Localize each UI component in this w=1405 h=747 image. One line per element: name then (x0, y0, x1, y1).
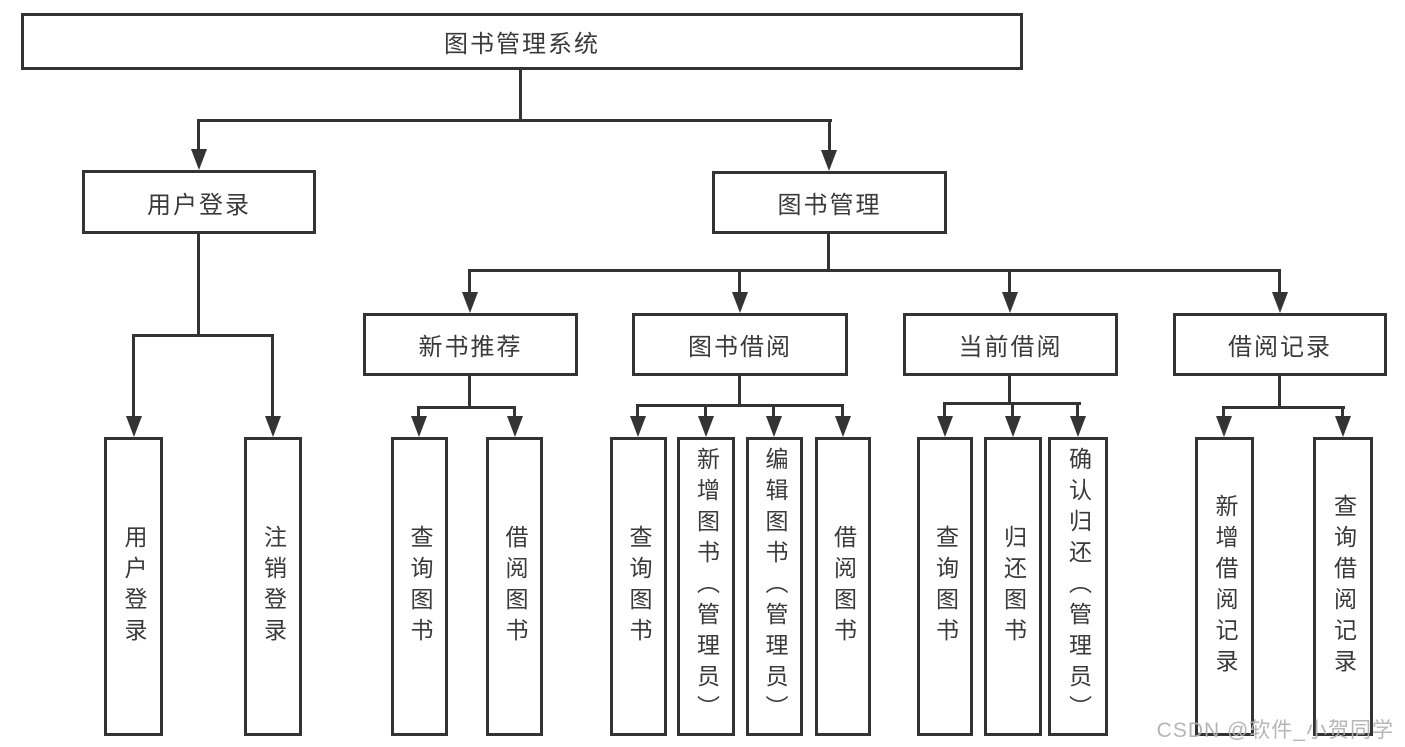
connector (1222, 406, 1225, 418)
node-newrec-borrow-book: 借阅图书 (486, 437, 543, 736)
arrowhead-icon (191, 149, 207, 170)
node-edit-book-admin-label: 编辑图书（管理员） (762, 447, 788, 726)
connector (943, 402, 946, 418)
node-add-book-admin: 新增图书（管理员） (677, 437, 735, 736)
arrowhead-icon (630, 416, 646, 437)
node-borrow-query-book-label: 查询图书 (626, 524, 652, 649)
arrowhead-icon (1002, 292, 1018, 313)
node-return-book: 归还图书 (984, 437, 1042, 736)
node-newrec-query-book-label: 查询图书 (407, 524, 433, 649)
connector (1008, 269, 1011, 294)
connector (772, 404, 775, 418)
connector (132, 334, 274, 337)
connector (1076, 402, 1079, 418)
connector (841, 404, 844, 418)
node-logout: 注销登录 (244, 437, 302, 736)
connector (828, 119, 831, 152)
connector (1278, 376, 1281, 409)
node-current-query-book-label: 查询图书 (932, 524, 959, 649)
connector (197, 119, 832, 122)
node-borrow-book-label: 借阅图书 (830, 524, 857, 649)
arrowhead-icon (1216, 416, 1232, 437)
connector (417, 406, 516, 409)
connector (271, 334, 274, 417)
connector (197, 119, 200, 152)
arrowhead-icon (126, 416, 142, 437)
arrowhead-icon (766, 416, 782, 437)
connector (468, 269, 1281, 272)
arrowhead-icon (265, 416, 281, 437)
node-borrow-book: 借阅图书 (815, 437, 871, 736)
node-borrowing-records: 借阅记录 (1173, 313, 1387, 376)
connector (636, 404, 639, 418)
arrowhead-icon (937, 416, 953, 437)
arrowhead-icon (411, 416, 427, 437)
connector (738, 376, 741, 407)
connector (197, 234, 200, 337)
node-edit-book-admin: 编辑图书（管理员） (746, 437, 803, 736)
node-new-book-recommend: 新书推荐 (363, 313, 578, 376)
arrowhead-icon (821, 150, 837, 171)
node-library-system: 图书管理系统 (21, 13, 1023, 70)
connector (738, 269, 741, 294)
arrowhead-icon (462, 292, 478, 313)
connector (519, 68, 522, 120)
node-current-borrowing: 当前借阅 (903, 313, 1118, 376)
node-confirm-return-admin-label: 确认归还（管理员） (1065, 447, 1092, 726)
arrowhead-icon (1070, 416, 1086, 437)
connector (468, 376, 471, 409)
connector (704, 404, 707, 418)
node-current-query-book: 查询图书 (917, 437, 973, 736)
connector (1341, 406, 1344, 418)
arrowhead-icon (1335, 416, 1351, 437)
arrowhead-icon (507, 416, 523, 437)
watermark: CSDN @软件_小贺同学 (1156, 719, 1394, 742)
connector (1222, 406, 1345, 409)
connector (827, 233, 830, 272)
node-login-label: 用户登录 (121, 524, 147, 649)
node-add-borrow-record-label: 新增借阅记录 (1212, 493, 1238, 680)
node-add-borrow-record: 新增借阅记录 (1195, 437, 1254, 736)
node-confirm-return-admin: 确认归还（管理员） (1048, 437, 1108, 736)
node-login: 用户登录 (104, 437, 163, 736)
arrowhead-icon (732, 292, 748, 313)
connector (1008, 376, 1011, 405)
node-newrec-query-book: 查询图书 (391, 437, 448, 736)
arrowhead-icon (698, 416, 714, 437)
connector (132, 334, 135, 417)
arrowhead-icon (1005, 416, 1021, 437)
connector (417, 406, 420, 418)
node-user-login: 用户登录 (82, 170, 316, 234)
node-return-book-label: 归还图书 (1000, 524, 1027, 649)
arrowhead-icon (835, 416, 851, 437)
node-query-borrow-record: 查询借阅记录 (1313, 437, 1373, 736)
node-book-borrowing: 图书借阅 (632, 313, 848, 376)
node-book-management: 图书管理 (712, 171, 947, 234)
node-borrow-query-book: 查询图书 (610, 437, 667, 736)
arrowhead-icon (1272, 292, 1288, 313)
connector (1278, 269, 1281, 294)
node-logout-label: 注销登录 (260, 524, 287, 649)
connector (1011, 402, 1014, 418)
connector (468, 269, 471, 294)
node-add-book-admin-label: 新增图书（管理员） (693, 447, 720, 726)
connector (513, 406, 516, 418)
connector (636, 404, 844, 407)
node-newrec-borrow-book-label: 借阅图书 (502, 524, 528, 649)
node-query-borrow-record-label: 查询借阅记录 (1330, 493, 1357, 680)
